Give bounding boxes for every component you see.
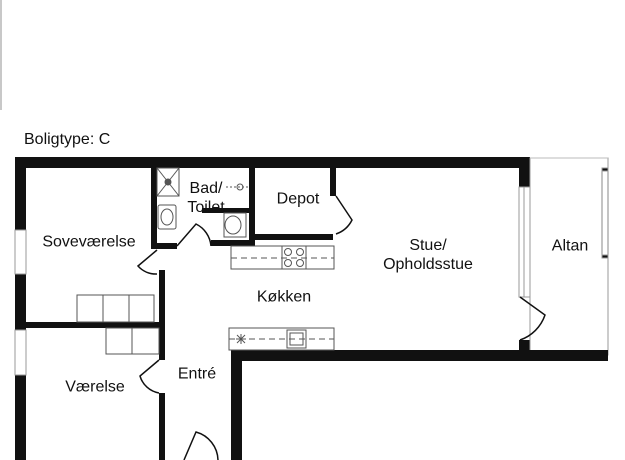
wall-depot-living: [330, 166, 336, 196]
wall-bedroom-bath: [151, 166, 157, 220]
wall-bath-bottom: [151, 243, 177, 249]
sink: [286, 329, 307, 349]
toilet: [223, 212, 247, 238]
wall-bedroom-bath-lower: [151, 220, 157, 248]
room-label-living-line2: Opholdsstue: [383, 256, 473, 273]
wall-depot-bottom: [255, 234, 333, 240]
wall-bedroom-hall: [159, 270, 165, 324]
room-label-bedroom: Soveværelse: [42, 233, 136, 251]
door-depot: [335, 195, 353, 235]
interior-walls: [26, 166, 336, 460]
wardrobe-bedroom: [76, 294, 155, 323]
shower: [156, 167, 180, 197]
bath-partition: [202, 208, 252, 213]
south-step-wall: [231, 350, 242, 460]
wall-bath-depot: [249, 166, 255, 246]
exterior-walls: [15, 157, 530, 460]
door-bath: [176, 223, 212, 247]
dwelling-type-title: Boligtype: C: [24, 131, 111, 148]
bathroom-fixtures: [156, 167, 249, 238]
wardrobes: [76, 294, 160, 355]
balcony: [520, 157, 609, 361]
top-wall: [15, 157, 530, 168]
room-label-living-line1: Stue/: [409, 237, 447, 254]
dishwasher-icon: [236, 334, 246, 344]
east-wall-bottom: [519, 340, 530, 354]
washbasin: [157, 204, 177, 230]
kitchen: [228, 245, 335, 351]
page-edge-line: [0, 0, 2, 110]
room-label-room: Værelse: [65, 378, 125, 396]
wall-room-entry: [159, 393, 165, 460]
windows: [14, 186, 531, 376]
door-room: [139, 359, 160, 394]
room-label-kitchen: Køkken: [256, 288, 312, 306]
south-wall: [231, 350, 530, 361]
door-bedroom: [136, 249, 158, 275]
wall-room-entry-top: [159, 322, 165, 360]
room-label-bath-line2: Toilet: [187, 199, 225, 216]
doors: [136, 195, 546, 460]
room-label-entry: Entré: [177, 365, 217, 383]
stove: [281, 245, 307, 270]
room-label-bath-line1: Bad/: [189, 180, 223, 197]
door-entry: [183, 431, 219, 460]
wall-bath-bottom-right: [211, 240, 255, 246]
window-bedroom: [14, 229, 27, 275]
wall-bedroom-room: [26, 322, 163, 328]
east-wall-top: [519, 157, 530, 187]
room-label-balcony: Altan: [551, 237, 589, 255]
door-balcony: [519, 296, 546, 341]
room-label-bath: Bad/ Toilet: [187, 179, 224, 217]
left-wall: [15, 157, 26, 460]
room-label-depot: Depot: [276, 190, 320, 208]
window-room: [14, 329, 27, 376]
room-label-living: Stue/ Opholdsstue: [383, 236, 473, 274]
